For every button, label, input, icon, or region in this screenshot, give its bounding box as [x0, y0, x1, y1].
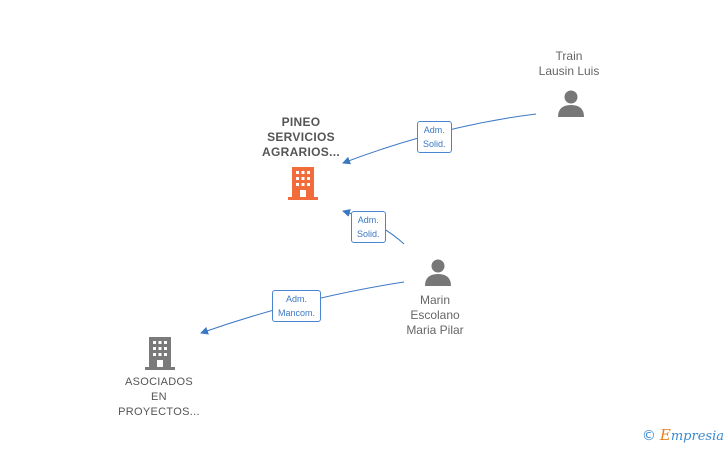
company-label-line: PROYECTOS...	[118, 406, 200, 418]
copyright-symbol: ©	[641, 428, 656, 444]
brand-footer[interactable]: ©Empresia	[642, 426, 724, 444]
edge-label-line: Adm.	[357, 215, 379, 225]
edge-label-line: Mancom.	[278, 308, 316, 318]
brand-initial: E	[659, 426, 671, 444]
company-label-line: PINEO	[281, 115, 321, 129]
company-label-line: SERVICIOS	[267, 130, 335, 144]
person-label-line: Marin	[419, 293, 450, 307]
building-icon[interactable]	[144, 336, 176, 370]
edge-label-train-pineo[interactable]: Adm. Solid.	[417, 121, 452, 153]
edge-label-line: Solid.	[423, 139, 446, 149]
building-icon[interactable]	[287, 166, 319, 200]
person-label-line: Maria Pilar	[406, 323, 464, 337]
company-label-line: EN	[151, 391, 167, 403]
person-label-line: Escolano	[410, 308, 460, 322]
person-label-train[interactable]: Train Lausin Luis	[519, 49, 619, 79]
person-label-line: Train	[555, 49, 583, 63]
edge-label-line: Adm.	[286, 294, 308, 304]
person-icon[interactable]	[556, 89, 586, 117]
edge-label-line: Adm.	[423, 125, 445, 135]
company-label-line: AGRARIOS...	[262, 145, 340, 159]
person-label-marin[interactable]: Marin Escolano Maria Pilar	[385, 293, 485, 338]
company-label-line: ASOCIADOS	[124, 376, 194, 388]
brand-name: mpresia	[670, 429, 724, 444]
edge-label-marin-pineo[interactable]: Adm. Solid.	[351, 211, 386, 243]
edge-label-line: Solid.	[357, 229, 380, 239]
person-icon[interactable]	[423, 258, 453, 286]
edge-label-marin-asociados[interactable]: Adm. Mancom.	[272, 290, 322, 322]
company-label-asociados[interactable]: ASOCIADOS EN PROYECTOS...	[109, 375, 209, 420]
person-label-line: Lausin Luis	[538, 64, 600, 78]
company-label-pineo[interactable]: PINEO SERVICIOS AGRARIOS...	[251, 115, 351, 160]
